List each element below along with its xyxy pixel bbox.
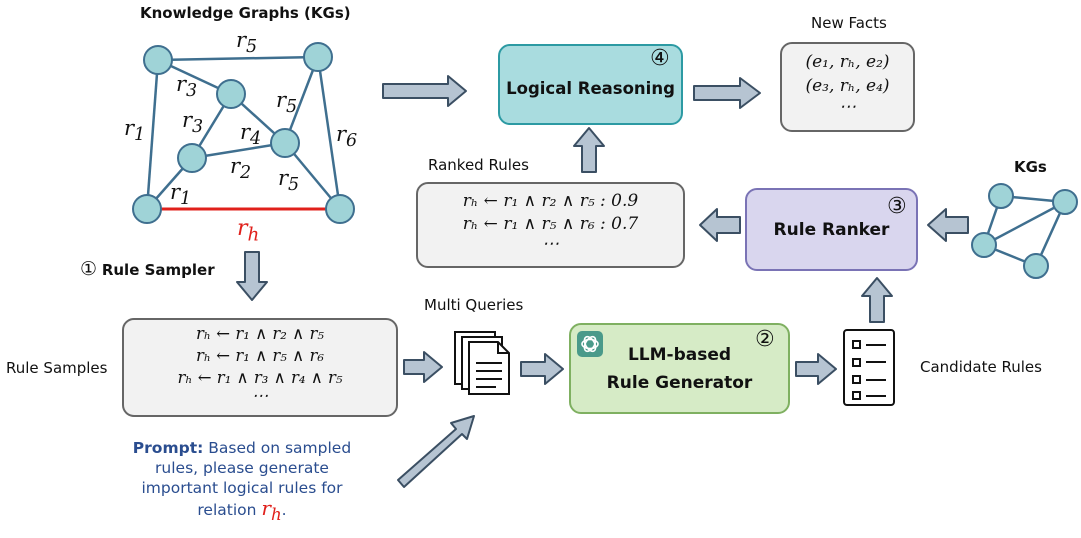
arrow-queries-to-llm [520,353,564,385]
kgs-label: KGs [1014,158,1047,176]
arrow-kgs-to-ranker [927,208,969,242]
ranked-rule-ellipsis: ⋯ [542,234,559,254]
rule-sample-2: rₕ ← r₁ ∧ r₅ ∧ r₆ [196,346,324,365]
prompt-relation: rh [261,496,282,524]
prompt-label: Prompt: [132,439,204,457]
edge-label-r5-mid: r5 [276,88,298,118]
edge-label-r5-top: r5 [236,28,258,58]
logical-reasoning-label: Logical Reasoning [506,79,675,98]
step-3-marker: ③ [887,194,907,219]
arrow-ranker-to-ranked [699,208,741,242]
arrow-samples-to-queries [403,351,443,383]
arrow-ranked-to-reasoning [573,127,605,173]
edge-label-r6: r6 [336,122,358,152]
new-facts-box: (e₁, rₕ, e₂) (e₃, rₕ, e₄) ⋯ [780,42,915,132]
new-fact-1: (e₁, rₕ, e₂) [805,52,890,72]
checklist-icon [843,329,895,406]
rule-sample-1: rₕ ← r₁ ∧ r₂ ∧ r₅ [196,324,324,343]
new-facts-label: New Facts [811,14,887,32]
edge-label-r5-low: r5 [278,166,300,196]
rule-sample-3: rₕ ← r₁ ∧ r₃ ∧ r₄ ∧ r₅ [177,368,343,387]
ranked-rules-label: Ranked Rules [428,156,529,174]
multi-queries-label: Multi Queries [424,296,524,314]
new-fact-ellipsis: ⋯ [839,97,856,117]
kg-nodes [132,42,355,224]
llm-rule-generator-box: ② LLM-based Rule Generator [569,323,790,414]
rule-ranker-box: ③ Rule Ranker [745,188,918,271]
ranked-rule-2: rₕ ← r₁ ∧ r₅ ∧ r₆ : 0.7 [462,214,639,234]
prompt-text: Prompt: Based on sampled rules, please g… [132,439,352,524]
llm-line1: LLM-based [627,345,732,365]
rule-ranker-label: Rule Ranker [773,220,890,240]
edge-label-r1-bottom: r1 [170,180,192,210]
arrow-candidates-to-ranker [861,277,893,323]
openai-logo-icon [577,331,603,357]
ranked-rules-box: rₕ ← r₁ ∧ r₂ ∧ r₅ : 0.9 rₕ ← r₁ ∧ r₅ ∧ r… [416,182,685,268]
documents-icon [454,331,510,395]
candidate-rules-label: Candidate Rules [920,358,1042,376]
arrow-kg-to-reasoning [382,75,467,107]
rule-sampler-label: ① Rule Sampler [80,258,215,280]
rule-samples-label: Rule Samples [6,359,108,377]
step-4-marker: ④ [650,46,670,71]
edge-label-r4: r4 [240,120,262,150]
rule-sampler-text: Rule Sampler [101,261,215,279]
arrow-prompt-to-queries [397,415,475,488]
step-2-marker: ② [755,327,775,352]
edge-label-r3-lower: r3 [182,108,204,138]
edge-label-r3-upper: r3 [176,72,198,102]
edge-label-r1-left: r1 [124,116,146,146]
arrow-sampler-down [236,251,268,301]
ranked-rule-1: rₕ ← r₁ ∧ r₂ ∧ r₅ : 0.9 [462,191,639,211]
rule-sample-ellipsis: ⋯ [251,386,269,405]
small-kg-graph [971,183,1078,279]
new-fact-2: (e₃, rₕ, e₄) [805,76,890,96]
step-1-marker: ① [80,258,98,280]
head-relation-label: rh [237,216,260,246]
arrow-llm-to-candidates [795,353,837,385]
llm-line2: Rule Generator [606,373,753,393]
arrow-reasoning-to-facts [693,77,761,109]
logical-reasoning-box: ④ Logical Reasoning [498,44,683,125]
rule-samples-box: rₕ ← r₁ ∧ r₂ ∧ r₅ rₕ ← r₁ ∧ r₅ ∧ r₆ rₕ ←… [122,318,398,417]
edge-label-r2: r2 [230,154,252,184]
kg-title: Knowledge Graphs (KGs) [140,4,351,22]
